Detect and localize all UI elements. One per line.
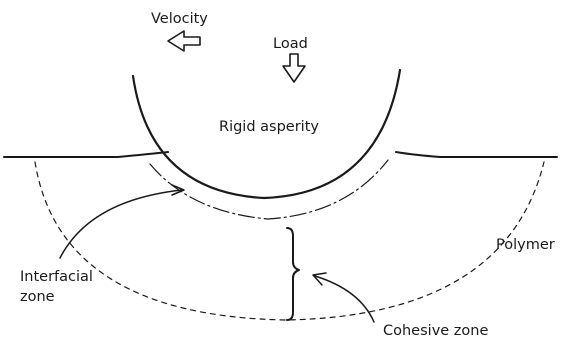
polymer-surface-left <box>3 151 169 158</box>
load-label: Load <box>273 36 308 52</box>
velocity-arrow-icon <box>167 30 201 52</box>
polymer-label: Polymer <box>496 237 555 253</box>
interfacial-zone-label-line1: Interfacial <box>20 269 93 285</box>
rigid-asperity-label: Rigid asperity <box>219 119 319 135</box>
cohesive-zone-boundary <box>34 161 545 321</box>
cohesive-zone-leader <box>314 275 375 323</box>
cohesive-zone-label: Cohesive zone <box>383 323 488 339</box>
interfacial-zone-label-line2: zone <box>20 289 55 305</box>
rigid-asperity-arc <box>131 68 402 200</box>
cohesive-zone-leader-arrowhead <box>312 272 327 286</box>
load-arrow-icon <box>282 53 306 83</box>
velocity-label: Velocity <box>151 11 208 27</box>
interfacial-zone-leader-arrowhead <box>171 184 185 196</box>
polymer-surface-right <box>395 151 558 158</box>
interfacial-zone-boundary <box>149 159 389 220</box>
interfacial-zone-leader <box>59 189 183 259</box>
cohesive-zone-bracket <box>286 227 300 321</box>
